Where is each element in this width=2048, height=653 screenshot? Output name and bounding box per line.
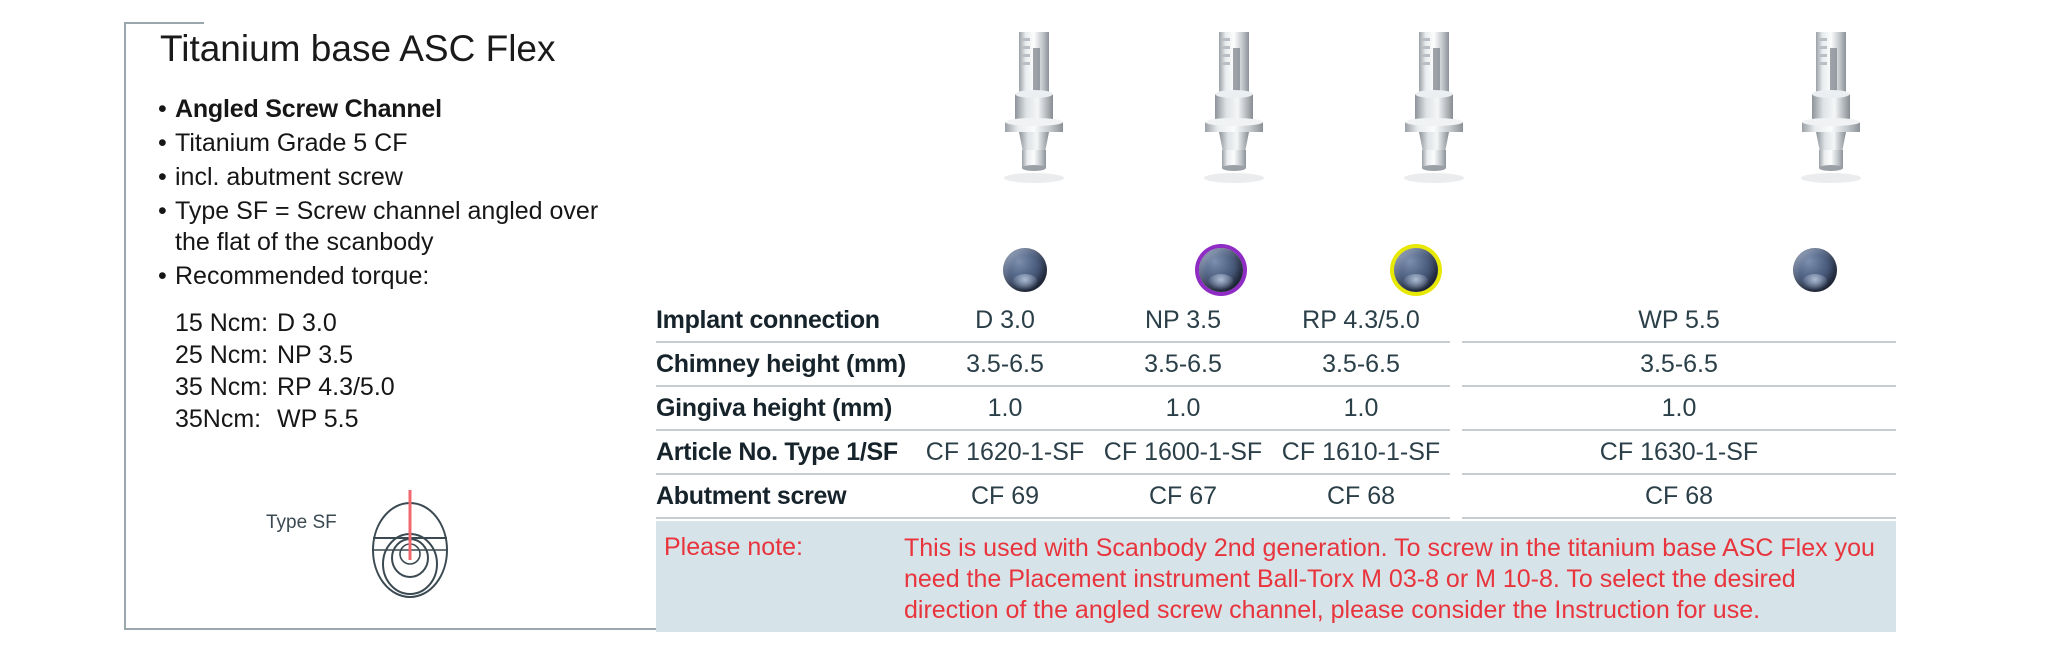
- column-divider: [1450, 430, 1462, 475]
- feature-text: Titanium Grade 5 CF: [175, 129, 408, 157]
- cell-value: 1.0: [916, 386, 1094, 431]
- torque-row: 35Ncm: WP 5.5: [175, 403, 645, 435]
- feature-item: • Angled Screw Channel: [158, 94, 638, 125]
- torque-row: 35 Ncm: RP 4.3/5.0: [175, 371, 645, 403]
- row-label: Gingiva height (mm): [656, 386, 916, 431]
- cell-value: CF 1610-1-SF: [1272, 430, 1450, 475]
- dot-highlight: [1012, 273, 1038, 290]
- cell-value: CF 67: [1094, 474, 1272, 519]
- abutment-photo: [1772, 26, 1892, 186]
- torque-connection: NP 3.5: [277, 341, 353, 369]
- torque-connection: WP 5.5: [277, 405, 359, 433]
- feature-text: Type SF = Screw channel angled over the …: [175, 197, 599, 256]
- feature-list: • Angled Screw Channel • Titanium Grade …: [158, 94, 638, 295]
- torque-value: 35 Ncm:: [175, 373, 269, 401]
- torque-connection: D 3.0: [277, 309, 337, 337]
- cell-value: 1.0: [1272, 386, 1450, 431]
- torque-value: 35Ncm:: [175, 405, 262, 433]
- torque-row: 25 Ncm: NP 3.5: [175, 339, 645, 371]
- table-row: Abutment screw CF 69 CF 67 CF 68 CF 68: [656, 474, 1896, 519]
- feature-text: Recommended torque:: [175, 262, 430, 290]
- cell-value: CF 68: [1462, 474, 1896, 519]
- feature-item: • incl. abutment screw: [158, 162, 638, 193]
- feature-item: • Titanium Grade 5 CF: [158, 128, 638, 159]
- table-row: Gingiva height (mm) 1.0 1.0 1.0 1.0: [656, 386, 1896, 431]
- bullet-icon: •: [158, 95, 167, 123]
- column-divider: [1450, 386, 1462, 431]
- feature-text: Angled Screw Channel: [175, 95, 442, 123]
- row-label: Abutment screw: [656, 474, 916, 519]
- feature-item: • Type SF = Screw channel angled over th…: [158, 196, 638, 258]
- scanbody-topview-icon: [372, 490, 448, 598]
- cell-value: RP 4.3/5.0: [1272, 299, 1450, 343]
- bullet-icon: •: [158, 163, 167, 191]
- bullet-icon: •: [158, 262, 167, 290]
- connection-dot-wp55: [1793, 248, 1837, 292]
- connection-dot-np35: [1199, 248, 1243, 292]
- cell-value: WP 5.5: [1462, 299, 1896, 343]
- abutment-photo: [1175, 26, 1295, 186]
- row-label: Chimney height (mm): [656, 342, 916, 387]
- cell-value: 3.5-6.5: [916, 342, 1094, 387]
- connection-dot-rp43-50: [1394, 248, 1438, 292]
- column-divider: [1450, 342, 1462, 387]
- cell-value: CF 1620-1-SF: [916, 430, 1094, 475]
- feature-item: • Recommended torque:: [158, 261, 638, 292]
- table-row: Implant connection D 3.0 NP 3.5 RP 4.3/5…: [656, 299, 1896, 343]
- row-label: Implant connection: [656, 299, 916, 343]
- dot-highlight: [1403, 273, 1429, 290]
- cell-value: CF 69: [916, 474, 1094, 519]
- dot-highlight: [1802, 273, 1828, 290]
- cell-value: NP 3.5: [1094, 299, 1272, 343]
- row-label: Article No. Type 1/SF: [656, 430, 916, 475]
- bullet-icon: •: [158, 129, 167, 157]
- cell-value: D 3.0: [916, 299, 1094, 343]
- cell-value: CF 1630-1-SF: [1462, 430, 1896, 475]
- cell-value: 1.0: [1462, 386, 1896, 431]
- cell-value: CF 68: [1272, 474, 1450, 519]
- cell-value: CF 1600-1-SF: [1094, 430, 1272, 475]
- dot-highlight: [1208, 273, 1234, 290]
- feature-text: incl. abutment screw: [175, 163, 403, 191]
- abutment-photo: [1375, 26, 1495, 186]
- note-body-text: This is used with Scanbody 2nd generatio…: [904, 534, 1875, 624]
- cell-value: 1.0: [1094, 386, 1272, 431]
- please-note-box: Please note: This is used with Scanbody …: [656, 521, 1896, 632]
- note-label: Please note:: [664, 533, 803, 561]
- torque-row: 15 Ncm: D 3.0: [175, 307, 645, 339]
- cell-value: 3.5-6.5: [1272, 342, 1450, 387]
- abutment-photo: [975, 26, 1095, 186]
- table-row: Chimney height (mm) 3.5-6.5 3.5-6.5 3.5-…: [656, 342, 1896, 387]
- table-row: Article No. Type 1/SF CF 1620-1-SF CF 16…: [656, 430, 1896, 475]
- cell-value: 3.5-6.5: [1094, 342, 1272, 387]
- specification-table: Implant connection D 3.0 NP 3.5 RP 4.3/5…: [656, 299, 1896, 519]
- torque-connection: RP 4.3/5.0: [277, 373, 395, 401]
- torque-value: 15 Ncm:: [175, 309, 269, 337]
- type-sf-label: Type SF: [266, 512, 337, 533]
- connection-dot-d30: [1003, 248, 1047, 292]
- torque-value: 25 Ncm:: [175, 341, 269, 369]
- product-info-panel: Titanium base ASC Flex • Angled Screw Ch…: [124, 22, 658, 630]
- panel-corner-bracket: [126, 22, 204, 24]
- torque-table: 15 Ncm: D 3.0 25 Ncm: NP 3.5 35 Ncm: RP …: [175, 307, 645, 435]
- column-divider: [1450, 299, 1462, 343]
- bullet-icon: •: [158, 197, 167, 225]
- column-divider: [1450, 474, 1462, 519]
- page-title: Titanium base ASC Flex: [160, 28, 556, 69]
- cell-value: 3.5-6.5: [1462, 342, 1896, 387]
- type-sf-diagram: Type SF: [266, 490, 526, 620]
